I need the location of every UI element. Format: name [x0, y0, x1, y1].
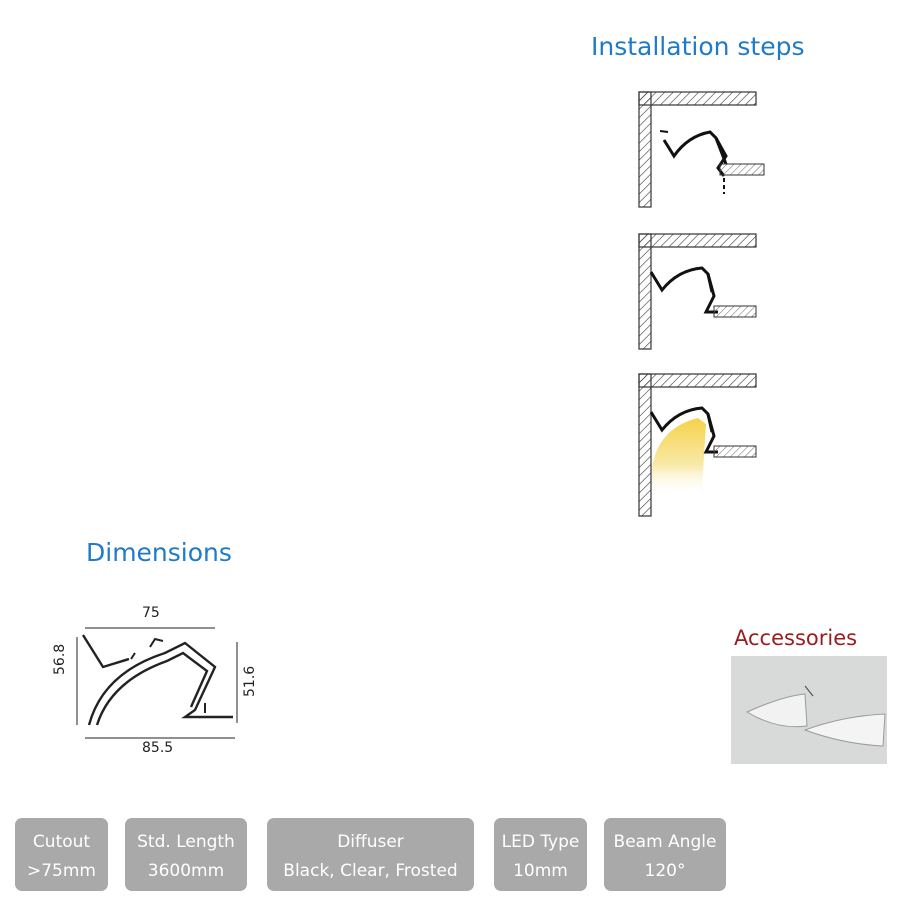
dimension-right-height: 51.6: [242, 665, 258, 697]
accessories-photo: [731, 656, 887, 764]
spec-badge-length: Std. Length 3600mm: [125, 818, 247, 891]
spec-badge-beam-angle: Beam Angle 120°: [604, 818, 726, 891]
installation-step-2-diagram: [638, 233, 757, 350]
spec-value: >75mm: [27, 861, 96, 881]
spec-badge-led-type: LED Type 10mm: [494, 818, 587, 891]
installation-steps-heading: Installation steps: [591, 32, 805, 61]
profile-dimension-drawing: [76, 627, 238, 739]
spec-value: 10mm: [513, 861, 568, 881]
spec-badge-diffuser: Diffuser Black, Clear, Frosted: [267, 818, 474, 891]
dimension-left-height: 56.8: [52, 643, 68, 675]
installation-step-3-diagram: [638, 373, 757, 517]
spec-label: Std. Length: [137, 832, 235, 852]
spec-label: Beam Angle: [613, 832, 717, 852]
dimension-bottom-width: 85.5: [142, 740, 174, 756]
spec-value: Black, Clear, Frosted: [283, 861, 458, 881]
spec-label: Diffuser: [337, 832, 404, 852]
spec-label: Cutout: [32, 832, 91, 852]
spec-badge-cutout: Cutout >75mm: [15, 818, 108, 891]
installation-step-1-diagram: [638, 91, 765, 208]
light-glow: [652, 418, 706, 496]
dimension-top-width: 75: [142, 605, 160, 621]
accessories-heading: Accessories: [734, 626, 858, 650]
spec-value: 120°: [644, 861, 686, 881]
spec-label: LED Type: [501, 832, 580, 852]
dimensions-heading: Dimensions: [86, 538, 232, 567]
spec-value: 3600mm: [147, 861, 225, 881]
